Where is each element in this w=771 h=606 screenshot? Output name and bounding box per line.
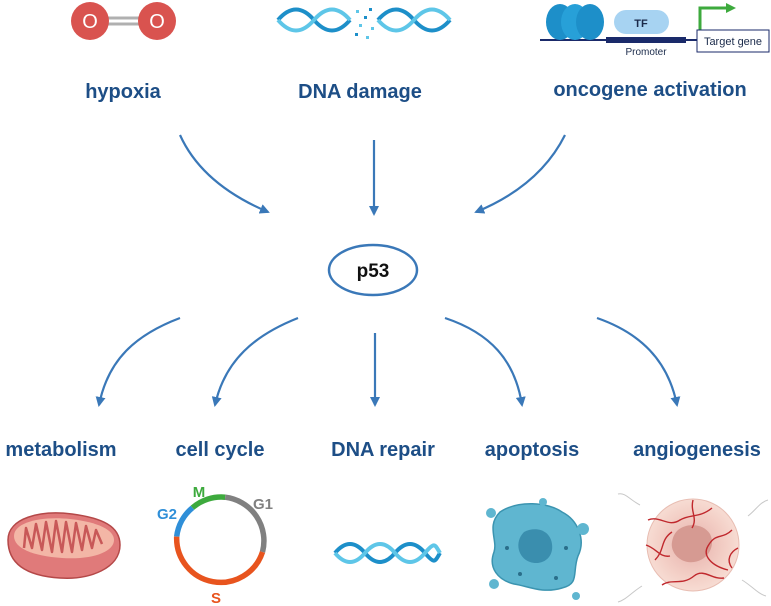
g1-arc: [224, 494, 267, 553]
p53-label: p53: [357, 261, 390, 282]
phase-s-label: S: [211, 590, 221, 606]
cell-cycle-label: cell cycle: [176, 439, 265, 461]
oxygen-atom-label: O: [149, 11, 165, 33]
promoter-label: Promoter: [625, 47, 667, 58]
angiogenesis-label: angiogenesis: [633, 439, 761, 461]
metabolism-arrow: [95, 316, 181, 407]
blood-vessels: [645, 499, 739, 586]
hypoxia-label: hypoxia: [85, 81, 161, 103]
apoptosis-arrow: [444, 316, 526, 407]
p53-node: p53: [327, 243, 419, 297]
phase-m-label: M: [193, 484, 206, 501]
target-gene-label: Target gene: [704, 36, 762, 48]
oncogene-arrow: [474, 134, 566, 214]
surrounding-vessels: [617, 493, 769, 603]
phase-g2-label: G2: [157, 506, 177, 523]
oxygen-molecule-icon: O O: [71, 2, 176, 40]
tf-label: TF: [634, 18, 648, 30]
g2-arc: [173, 505, 195, 538]
mitochondrion-icon: [7, 512, 121, 579]
angiogenesis-arrow: [596, 316, 681, 407]
oxygen-atom-label: O: [82, 11, 98, 33]
dna-damage-label: DNA damage: [298, 81, 422, 103]
apoptosis-label: apoptosis: [485, 439, 579, 461]
m-arc: [190, 494, 226, 510]
cell-cycle-arrow: [211, 316, 299, 407]
metabolism-label: metabolism: [5, 439, 116, 461]
damaged-dna-icon: [276, 7, 452, 39]
cell-cycle-ring-icon: M G1 G2 S: [157, 484, 273, 606]
hypoxia-arrow: [178, 134, 270, 214]
dna-helix-icon: [333, 542, 442, 564]
apoptotic-cell-icon: [486, 498, 589, 600]
oncogene-activation-label: oncogene activation: [553, 79, 746, 101]
phase-g1-label: G1: [253, 496, 273, 513]
promoter-tf-icon: TF Promoter Target gene: [540, 3, 770, 58]
s-arc: [173, 536, 266, 586]
vascularized-tumor-icon: [617, 493, 769, 603]
dna-repair-label: DNA repair: [331, 439, 435, 461]
